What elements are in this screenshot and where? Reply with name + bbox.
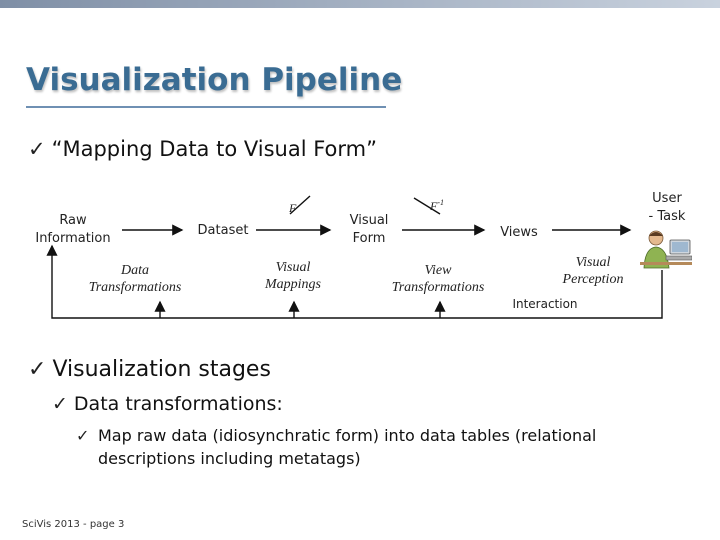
label-visual-mappings-line1: Visual <box>275 260 311 275</box>
label-visual-perception: Visual Perception <box>556 254 630 288</box>
checkmark-icon: ✓ <box>28 357 47 382</box>
label-visual-perception-line2: Perception <box>562 272 624 287</box>
node-user-task: User - Task <box>636 190 698 226</box>
label-view-transformations-line1: View <box>424 263 452 278</box>
label-data-transformations: Data Transformations <box>80 262 190 296</box>
bullet-data-transformations-text: Data transformations: <box>73 393 283 415</box>
node-dataset: Dataset <box>197 223 249 238</box>
label-visual-mappings: Visual Mappings <box>252 259 334 293</box>
bullet-map-raw-data-text: Map raw data (idiosynchratic form) into … <box>98 426 597 468</box>
node-raw-line2: Information <box>35 231 111 246</box>
checkmark-icon: ✓ <box>76 426 90 445</box>
label-f-inverse-sup: -1 <box>437 198 445 207</box>
bullet-mapping: ✓“Mapping Data to Visual Form” <box>28 137 377 161</box>
checkmark-icon: ✓ <box>28 137 46 161</box>
bullet-map-raw-data: ✓ Map raw data (idiosynchratic form) into… <box>76 424 636 470</box>
label-visual-mappings-line2: Mappings <box>265 277 321 292</box>
label-data-transformations-line1: Data <box>121 263 149 278</box>
node-visual-form-line2: Form <box>352 231 386 246</box>
label-f: F <box>289 201 297 215</box>
node-user-line2: - Task <box>648 209 686 224</box>
bullet-data-transformations: ✓Data transformations: <box>52 393 283 415</box>
node-visual-form: Visual Form <box>334 212 404 248</box>
checkmark-icon: ✓ <box>52 393 68 415</box>
label-f-inverse-base: F <box>430 199 438 213</box>
user-at-computer-icon <box>640 226 692 270</box>
node-visual-form-line1: Visual <box>349 213 389 228</box>
label-view-transformations-line2: Transformations <box>391 280 485 295</box>
label-interaction: Interaction <box>512 297 578 311</box>
label-visual-perception-line1: Visual <box>575 255 611 270</box>
bullet-mapping-text: “Mapping Data to Visual Form” <box>51 137 378 161</box>
label-data-transformations-line2: Transformations <box>88 280 182 295</box>
label-f-inverse: F-1 <box>430 194 444 215</box>
label-view-transformations: View Transformations <box>382 262 494 296</box>
title-underline <box>26 106 386 108</box>
bullet-visualization-stages: ✓Visualization stages <box>28 357 271 382</box>
slide-title: Visualization Pipeline <box>26 62 403 98</box>
bullet-visualization-stages-text: Visualization stages <box>52 357 271 382</box>
node-raw-line1: Raw <box>59 213 87 228</box>
node-user-line1: User <box>652 191 682 206</box>
top-bar <box>0 0 720 8</box>
node-views: Views <box>500 225 538 240</box>
node-raw-information: Raw Information <box>28 212 118 248</box>
footer-page-label: SciVis 2013 - page 3 <box>22 519 125 530</box>
